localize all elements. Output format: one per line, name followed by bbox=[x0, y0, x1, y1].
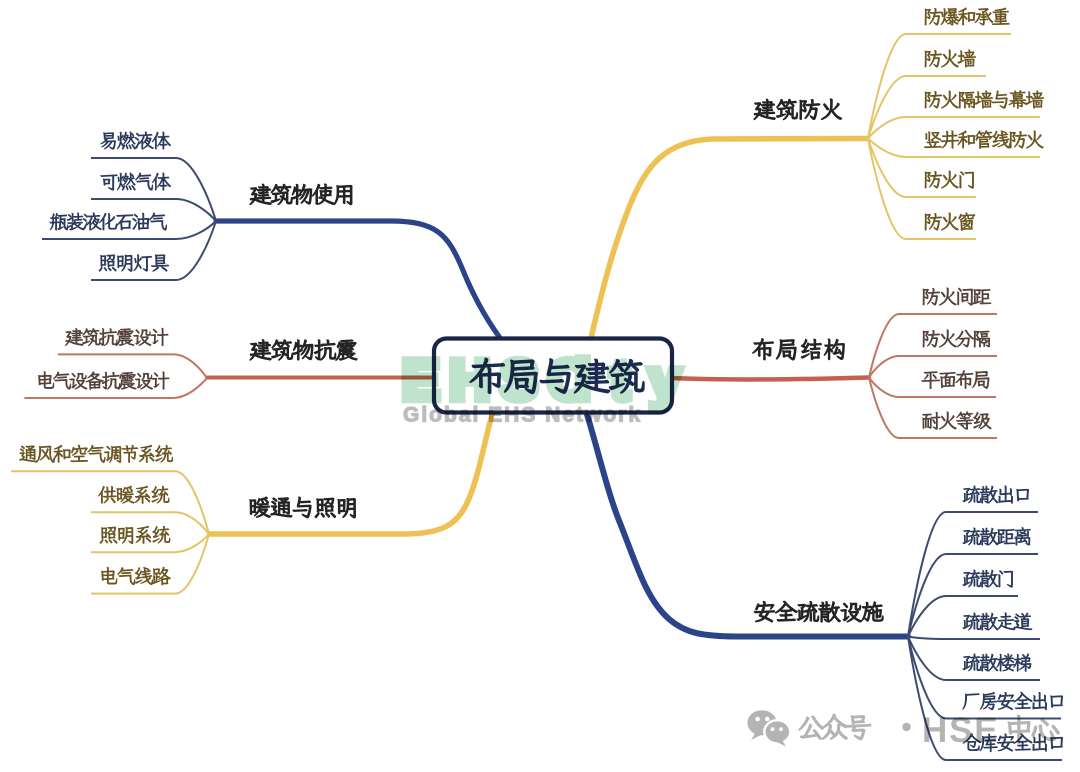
svg-text:EHSC: EHSC bbox=[402, 348, 598, 411]
svg-text:Global EHS Network: Global EHS Network bbox=[403, 404, 642, 427]
svg-text:HSE: HSE bbox=[922, 711, 999, 750]
svg-text:ity: ity bbox=[575, 348, 700, 411]
